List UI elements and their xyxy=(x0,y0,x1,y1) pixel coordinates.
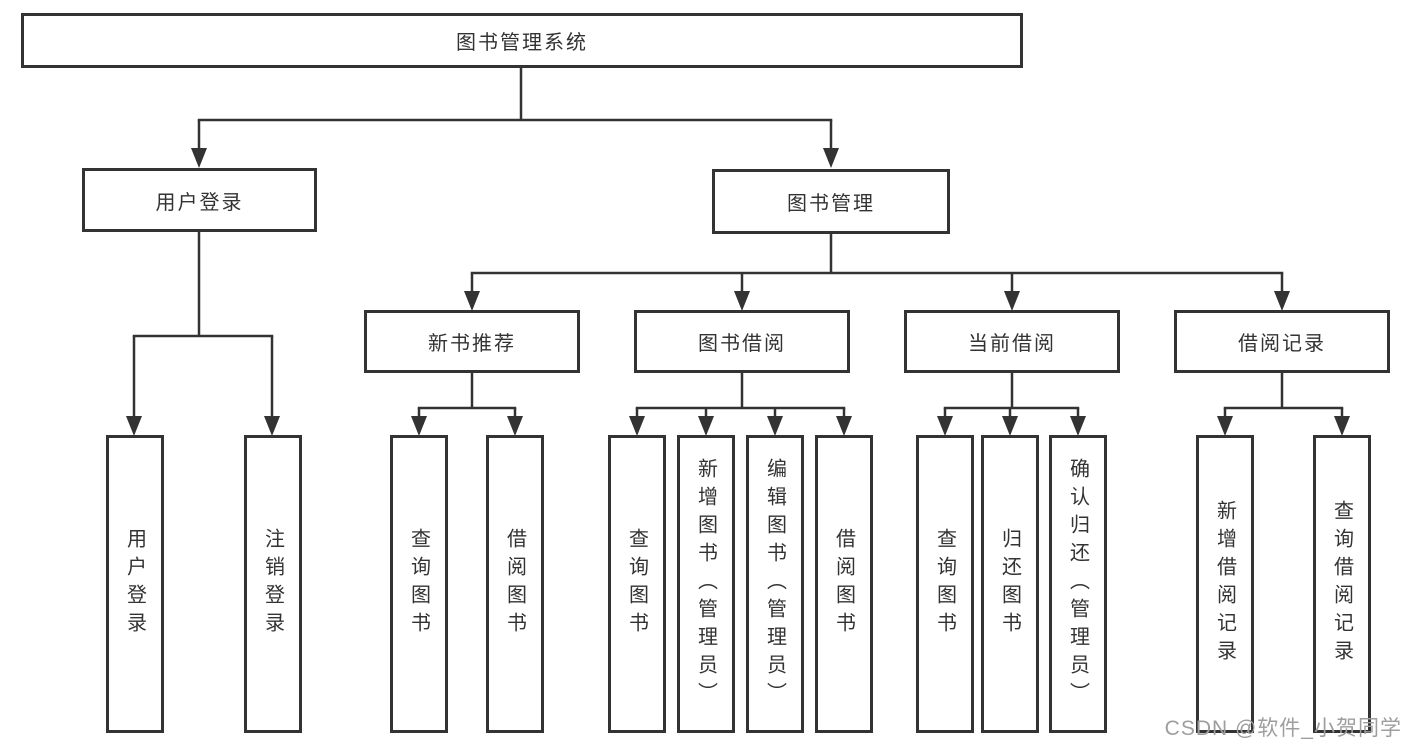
node-leaf-cb-query-books: 查询图书 xyxy=(916,435,974,733)
node-leaf-cb-confirm-return: 确认归还（管理员） xyxy=(1049,435,1107,733)
connector-user-login-children xyxy=(126,232,280,436)
connector-current-borrow-children xyxy=(937,373,1086,436)
node-leaf-br-add-record: 新增借阅记录 xyxy=(1196,435,1254,733)
node-book-mgmt: 图书管理 xyxy=(712,169,950,234)
node-leaf-cb-return-books: 归还图书 xyxy=(981,435,1039,733)
connector-book-borrow-children xyxy=(629,373,852,436)
node-book-borrow: 图书借阅 xyxy=(634,310,850,373)
node-leaf-nb-query-books: 查询图书 xyxy=(390,435,448,733)
csdn-watermark: CSDN @软件_小贺同学 xyxy=(1164,717,1402,740)
node-leaf-bb-add-books: 新增图书（管理员） xyxy=(677,435,735,733)
node-leaf-bb-borrow-books: 借阅图书 xyxy=(815,435,873,733)
node-root: 图书管理系统 xyxy=(21,13,1023,68)
connector-book-mgmt-to-level3 xyxy=(464,234,1290,311)
connector-borrow-records-children xyxy=(1217,373,1350,436)
node-leaf-user-login: 用户登录 xyxy=(106,435,164,733)
node-new-books: 新书推荐 xyxy=(364,310,580,373)
connector-root-to-level2 xyxy=(191,68,839,168)
node-leaf-nb-borrow-books: 借阅图书 xyxy=(486,435,544,733)
connector-new-books-children xyxy=(411,373,523,436)
node-borrow-records: 借阅记录 xyxy=(1174,310,1390,373)
node-leaf-bb-edit-books: 编辑图书（管理员） xyxy=(746,435,804,733)
node-current-borrow: 当前借阅 xyxy=(904,310,1120,373)
node-leaf-bb-query-books: 查询图书 xyxy=(608,435,666,733)
node-leaf-br-query-record: 查询借阅记录 xyxy=(1313,435,1371,733)
node-user-login: 用户登录 xyxy=(82,168,317,232)
node-leaf-logout: 注销登录 xyxy=(244,435,302,733)
